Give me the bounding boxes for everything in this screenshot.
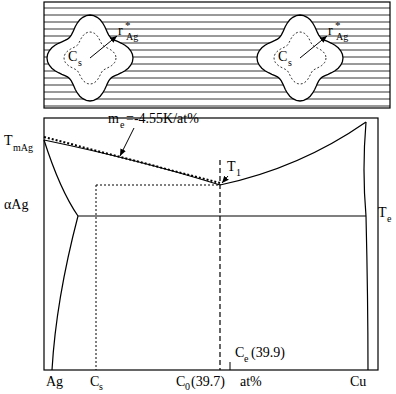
radius-arrow: [90, 36, 117, 58]
diagram-frame: [44, 118, 378, 370]
solidus-cu: [364, 122, 366, 216]
radius-label: r: [328, 24, 333, 38]
subscript: s: [99, 382, 103, 392]
liquidus-cu: [220, 122, 366, 185]
temperature-label: T: [227, 160, 236, 174]
subscript: s: [288, 58, 292, 68]
temperature-label: T: [4, 134, 13, 148]
superscript: *: [335, 20, 341, 31]
ce-tick: [230, 362, 231, 370]
solvus-cu: [366, 216, 368, 370]
composition-label: C: [278, 50, 287, 64]
cs-line: [96, 185, 97, 370]
solidus-ag: [44, 140, 78, 216]
c0-line: [219, 160, 220, 370]
subscript: 0: [185, 382, 190, 392]
subscript: Ag: [336, 32, 348, 42]
microstructure-frame: [44, 2, 390, 108]
unit-label: at%: [240, 375, 262, 389]
t1-leader: [222, 176, 228, 183]
liquidus-ag: [44, 140, 220, 185]
subscript: e: [244, 354, 248, 364]
composition-label: C: [68, 50, 77, 64]
tangent-slope: [44, 137, 220, 183]
temperature-label: T: [378, 206, 387, 220]
dendrite-core: [274, 32, 326, 84]
axis-label: Cu: [350, 375, 366, 389]
dendrite-outline: [47, 15, 133, 101]
subscript: mAg: [13, 143, 33, 153]
phase-label: αAg: [4, 198, 28, 212]
eutectic-line: [78, 215, 366, 216]
dendrite-outline: [257, 15, 343, 101]
composition-value: (39.9): [250, 346, 286, 360]
radius-arrow: [300, 36, 327, 58]
slope-leader: [120, 128, 134, 156]
tie-line: [96, 185, 220, 186]
slope-label: m: [108, 112, 119, 126]
subscript: e: [120, 120, 124, 130]
dendrites: [47, 15, 343, 101]
composition-label: C: [234, 346, 245, 360]
radius-label: r: [118, 24, 123, 38]
dendrite-core: [64, 32, 116, 84]
composition-label: C: [176, 375, 185, 389]
superscript: *: [125, 20, 131, 31]
subscript: 1: [236, 168, 241, 178]
subscript: Ag: [126, 32, 138, 42]
composition-value: (39.7): [191, 375, 225, 389]
lamellar-lines: [44, 8, 390, 106]
composition-label: C: [90, 375, 99, 389]
slope-value: =-4.55K/at%: [126, 112, 199, 126]
subscript: e: [387, 214, 391, 224]
subscript: s: [78, 58, 82, 68]
axis-label: Ag: [46, 375, 63, 389]
solvus-ag: [52, 216, 78, 370]
